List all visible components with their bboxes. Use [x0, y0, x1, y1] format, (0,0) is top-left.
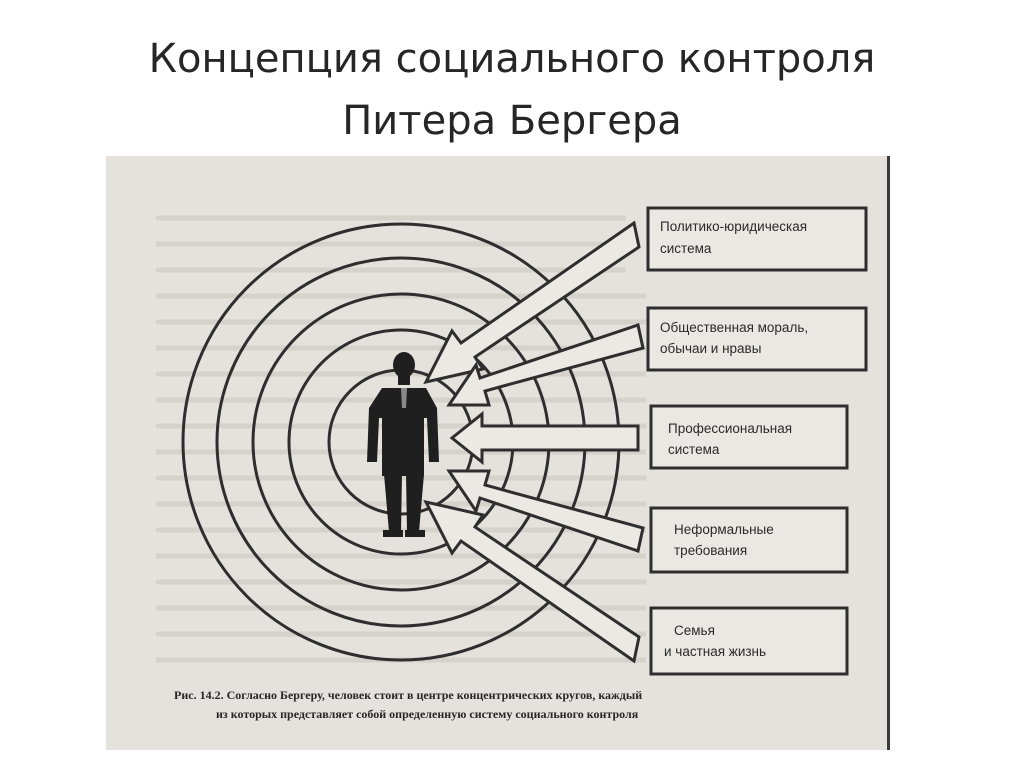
box-2-line-1: Общественная мораль,	[660, 320, 808, 335]
diagram-svg: Политико-юридическая система Общественна…	[156, 206, 868, 721]
arrow-4	[446, 469, 645, 553]
arrow-1	[423, 220, 641, 385]
arrow-3	[449, 410, 640, 466]
box-4-line-2: требования	[674, 543, 747, 558]
box-1-line-2: система	[660, 241, 712, 256]
box-5-line-1: Семья	[674, 623, 715, 638]
title-line-1: Концепция социального контроля	[148, 36, 876, 82]
box-1-line-1: Политико-юридическая	[660, 219, 807, 234]
control-system-boxes	[646, 206, 868, 676]
box-5-line-2: и частная жизнь	[664, 644, 766, 659]
arrow-2	[446, 323, 645, 407]
slide-title: Концепция социального контроля Питера Бе…	[0, 28, 1024, 152]
box-3-line-1: Профессиональная	[668, 421, 792, 436]
box-political-legal	[646, 206, 868, 272]
title-line-2: Питера Бергера	[342, 98, 682, 144]
arrows	[423, 220, 645, 664]
box-professional	[649, 404, 849, 470]
person-silhouette-icon	[367, 352, 439, 537]
caption-line-1: Рис. 14.2. Согласно Бергеру, человек сто…	[174, 688, 642, 702]
box-public-morality	[646, 306, 868, 372]
arrow-5	[423, 499, 641, 664]
box-2-line-2: обычаи и нравы	[660, 341, 761, 356]
box-informal	[649, 506, 849, 574]
box-3-line-2: система	[668, 442, 720, 457]
scanned-figure: Политико-юридическая система Общественна…	[106, 156, 890, 750]
box-4-line-1: Неформальные	[674, 522, 774, 537]
caption-line-2: из которых представляет собой определенн…	[216, 707, 639, 721]
box-family	[649, 606, 849, 676]
